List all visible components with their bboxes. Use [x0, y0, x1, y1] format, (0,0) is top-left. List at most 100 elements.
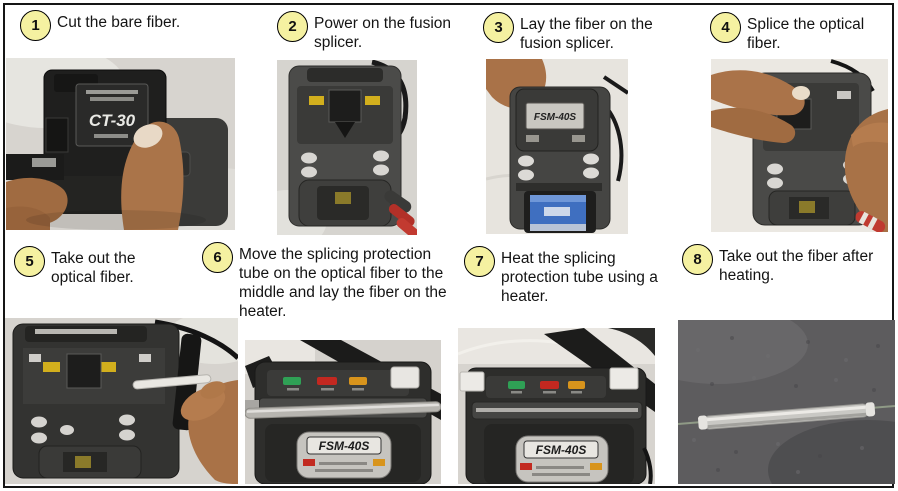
take-out-fiber-illustration: [5, 318, 238, 484]
left-hand: [711, 70, 810, 143]
splicer-top-illustration: [277, 60, 417, 235]
caption-line: middle and lay the fiber on the: [239, 284, 447, 301]
step-4: 4 Splice the optical fiber.: [710, 12, 864, 53]
step-5-number-badge: 5: [14, 246, 45, 277]
splicer-body: [288, 65, 402, 227]
caption-line: optical fiber.: [51, 269, 134, 286]
heater-lid-button: [390, 366, 420, 389]
step-8-caption: Take out the fiber after heating.: [719, 247, 873, 285]
step-1-caption: Cut the bare fiber.: [57, 13, 180, 32]
photo-step-8-finished-fiber: [678, 320, 895, 484]
step-2-number: 2: [288, 18, 297, 35]
step-4-number-badge: 4: [710, 12, 741, 43]
splicer-label-plate: FSM-40S: [515, 435, 609, 483]
heating-illustration: FSM-40S: [458, 328, 655, 484]
fiber-clamp-right: [99, 362, 116, 372]
finished-fiber-illustration: [678, 320, 895, 484]
step-8-number: 8: [693, 251, 702, 268]
caption-line: Cut the bare fiber.: [57, 14, 181, 31]
splice-sleeve: [245, 401, 441, 419]
step-5-number: 5: [25, 253, 34, 270]
step-8-number-badge: 8: [682, 244, 713, 275]
stripper-tools: [384, 190, 417, 235]
heater-button-left: [459, 371, 485, 392]
step-3: 3 Lay the fiber on the fusion splicer.: [483, 12, 653, 53]
step-6: 6 Move the splicing protection tube on t…: [202, 242, 447, 321]
step-6-caption: Move the splicing protection tube on the…: [239, 245, 447, 321]
electrode-block: [66, 353, 102, 389]
splice-protection-tube: [132, 374, 212, 390]
caption-line: heater.: [239, 303, 287, 320]
lay-fiber-illustration: FSM-40S: [486, 59, 628, 234]
photo-step-4-splice: [711, 59, 888, 232]
photo-step-7-heating: FSM-40S: [458, 328, 655, 484]
splice-illustration: [711, 59, 888, 232]
leather-texture: [692, 336, 880, 474]
step-3-caption: Lay the fiber on the fusion splicer.: [520, 15, 653, 53]
splicer-model-label: FSM-40S: [536, 443, 587, 457]
step-1: 1 Cut the bare fiber.: [20, 10, 180, 41]
fiber-clamp-right: [365, 96, 380, 105]
splicer-label-plate: FSM-40S: [296, 431, 392, 479]
step-1-number-badge: 1: [20, 10, 51, 41]
photo-step-3-lay-fiber: FSM-40S: [486, 59, 628, 234]
cleaver-photo-illustration: CT-30: [6, 58, 235, 230]
heater-indicators: [283, 377, 367, 391]
splicer-body: [12, 323, 180, 479]
fiber-clamp-left: [309, 96, 324, 105]
caption-line: splicer.: [314, 34, 363, 51]
cleaver-model-label: CT-30: [89, 111, 136, 130]
step-3-number: 3: [494, 19, 503, 36]
fingernail: [792, 86, 810, 100]
step-3-number-badge: 3: [483, 12, 514, 43]
photo-step-6-tube-on-heater: FSM-40S: [245, 340, 441, 484]
caption-line: fiber.: [747, 35, 781, 52]
stripper-tool: [855, 211, 886, 232]
step-4-caption: Splice the optical fiber.: [747, 15, 864, 53]
power-cable: [642, 447, 653, 484]
splicer-model-label: FSM-40S: [534, 112, 577, 123]
step-6-number-badge: 6: [202, 242, 233, 273]
step-2-caption: Power on the fusion splicer.: [314, 14, 451, 52]
cleaver-label: CT-30: [75, 83, 149, 147]
photo-step-1-cleaver: CT-30: [6, 58, 235, 230]
step-1-number: 1: [31, 17, 40, 34]
tube-on-heater-illustration: FSM-40S: [245, 340, 441, 484]
step-4-number: 4: [721, 19, 730, 36]
caption-line: Move the splicing protection: [239, 246, 432, 263]
step-6-number: 6: [213, 249, 222, 266]
splice-sleeve: [698, 402, 876, 430]
step-5-caption: Take out the optical fiber.: [51, 249, 135, 287]
photo-step-5-take-out-fiber: [5, 318, 238, 484]
hand: [180, 380, 238, 484]
step-2-number-badge: 2: [277, 11, 308, 42]
caption-line: protection tube using a: [501, 269, 658, 286]
heater-button-right: [609, 367, 639, 390]
caption-line: heating.: [719, 267, 775, 284]
caption-line: Heat the splicing: [501, 250, 616, 267]
fiber-clamp-left: [43, 362, 60, 372]
caption-line: Take out the: [51, 250, 136, 267]
heater-indicators: [508, 381, 585, 394]
step-7-number: 7: [475, 253, 484, 270]
caption-line: fusion splicer.: [520, 35, 614, 52]
step-7-caption: Heat the splicing protection tube using …: [501, 249, 658, 306]
caption-line: Take out the fiber after: [719, 248, 874, 265]
fingernail: [133, 124, 163, 148]
lcd-screen: [524, 191, 596, 233]
caption-line: Power on the fusion: [314, 15, 452, 32]
step-5: 5 Take out the optical fiber.: [14, 246, 135, 287]
right-hand: [844, 109, 888, 232]
caption-line: heater.: [501, 288, 549, 305]
step-7-number-badge: 7: [464, 246, 495, 277]
step-8: 8 Take out the fiber after heating.: [682, 244, 873, 285]
hand: [6, 121, 184, 230]
step-7: 7 Heat the splicing protection tube usin…: [464, 246, 658, 306]
caption-line: tube on the optical fiber to the: [239, 265, 444, 282]
splicer-model-label: FSM-40S: [319, 439, 370, 453]
step-2: 2 Power on the fusion splicer.: [277, 11, 451, 52]
electrode-block: [328, 89, 362, 123]
caption-line: Lay the fiber on the: [520, 16, 653, 33]
caption-line: Splice the optical: [747, 16, 865, 33]
